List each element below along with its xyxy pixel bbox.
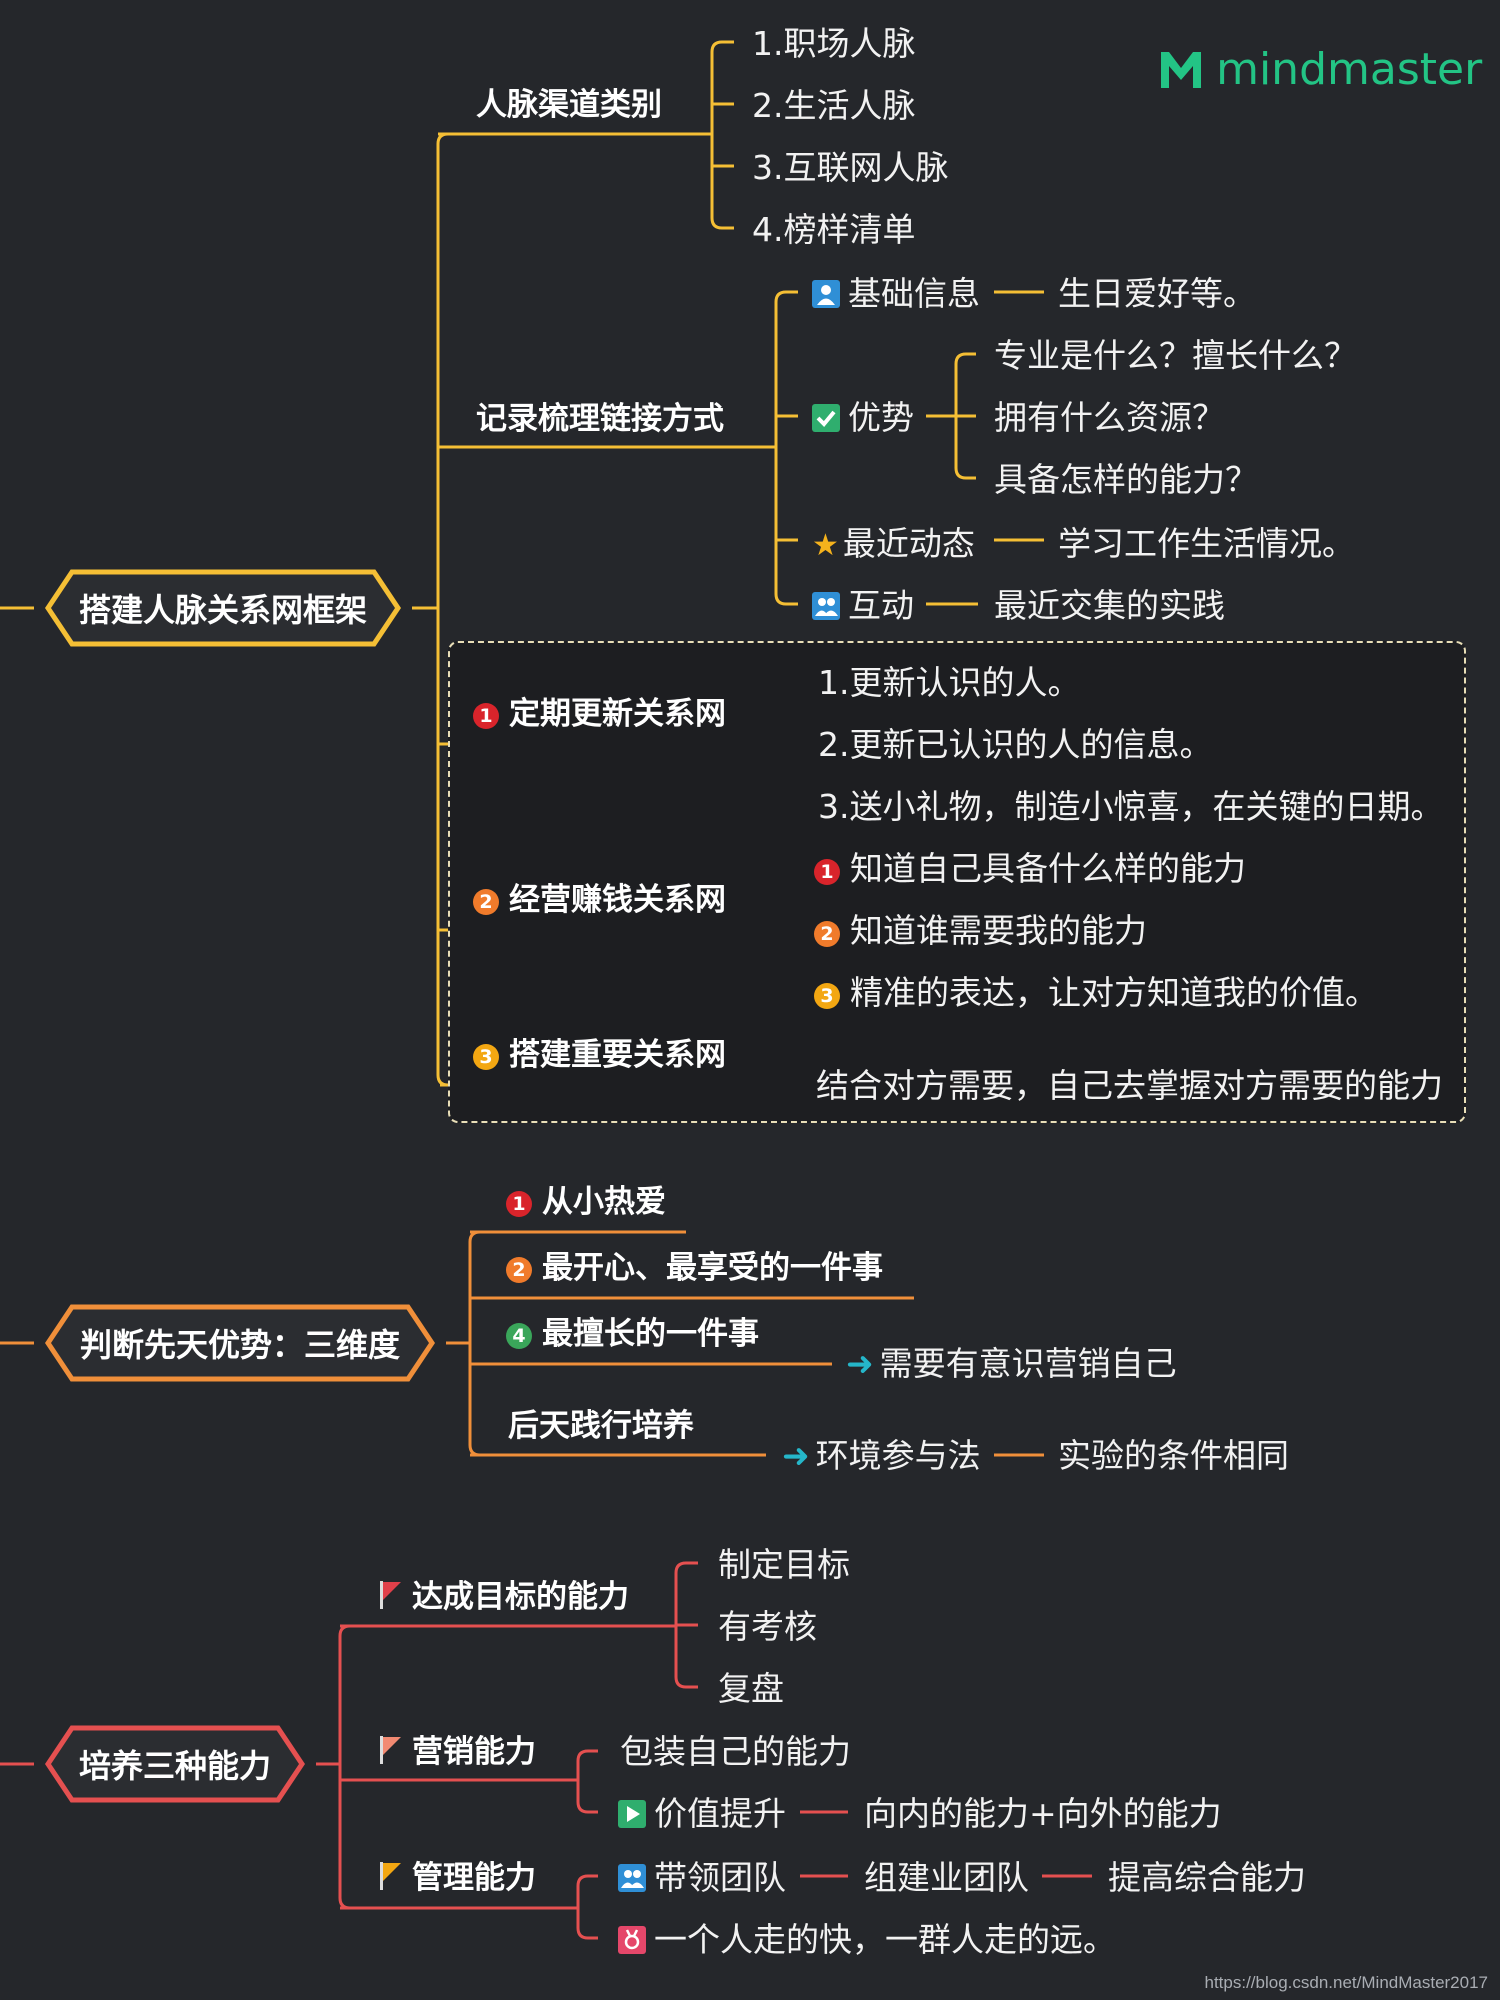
manage-saying[interactable]: 一个人走的快，一群人走的远。 xyxy=(618,1923,1116,1956)
record-interact[interactable]: 互动 xyxy=(812,589,914,622)
badge-2-icon: 2 xyxy=(814,921,840,947)
branch-goal[interactable]: 达成目标的能力 xyxy=(378,1581,629,1613)
root-title: 判断先天优势：三维度 xyxy=(79,1326,400,1364)
update-item[interactable]: 1.更新认识的人。 xyxy=(818,663,1081,702)
badge-3-icon: 3 xyxy=(473,1044,499,1070)
medal-icon xyxy=(618,1926,646,1954)
badge-1-icon: 1 xyxy=(473,703,499,729)
goal-item[interactable]: 复盘 xyxy=(718,1669,784,1708)
branch-marketing[interactable]: 营销能力 xyxy=(378,1736,536,1768)
check-icon xyxy=(812,404,840,432)
mindmaster-logo: mindmaster xyxy=(1157,46,1482,94)
flag-red-icon xyxy=(378,1581,404,1609)
flag-orange-icon xyxy=(378,1862,404,1890)
branch-manage[interactable]: 管理能力 xyxy=(378,1862,536,1894)
record-interact-detail[interactable]: 最近交集的实践 xyxy=(994,586,1225,625)
advantage-detail[interactable]: 专业是什么？擅长什么？ xyxy=(994,336,1357,375)
manage-lead-detail-2[interactable]: 提高综合能力 xyxy=(1108,1858,1306,1897)
record-recent[interactable]: ★最近动态 xyxy=(812,524,975,563)
boundary-box xyxy=(448,641,1466,1123)
record-advantage[interactable]: 优势 xyxy=(812,401,914,434)
people-icon xyxy=(618,1864,646,1892)
connector xyxy=(468,1230,481,1457)
branch-practice[interactable]: 后天践行培养 xyxy=(508,1408,694,1444)
update-item[interactable]: 2.更新已认识的人的信息。 xyxy=(818,725,1213,764)
arrow-right-icon: ➜ xyxy=(846,1344,874,1383)
record-recent-detail[interactable]: 学习工作生活情况。 xyxy=(1058,524,1355,563)
marketing-value-detail[interactable]: 向内的能力+向外的能力 xyxy=(864,1794,1222,1833)
person-icon xyxy=(812,280,840,308)
logo-icon xyxy=(1161,52,1201,88)
channel-item[interactable]: 1.职场人脉 xyxy=(752,24,916,63)
root-title: 搭建人脉关系网框架 xyxy=(78,591,367,629)
branch-record[interactable]: 记录梳理链接方式 xyxy=(476,401,724,437)
badge-2-icon: 2 xyxy=(473,889,499,915)
root-node-abilities[interactable]: 培养三种能力 xyxy=(30,1724,320,1804)
channel-item[interactable]: 4.榜样清单 xyxy=(752,210,916,249)
branch-channels[interactable]: 人脉渠道类别 xyxy=(476,87,662,123)
connector xyxy=(774,290,798,606)
brand-name: mindmaster xyxy=(1216,44,1483,95)
watermark: https://blog.csdn.net/MindMaster2017 xyxy=(1204,1973,1489,1992)
arrow-right-icon: ➜ xyxy=(782,1436,810,1475)
root-title: 培养三种能力 xyxy=(78,1747,271,1785)
badge-1-icon: 1 xyxy=(506,1191,532,1217)
play-icon xyxy=(618,1800,646,1828)
marketing-value[interactable]: 价值提升 xyxy=(618,1797,786,1830)
advantage-detail[interactable]: 具备怎样的能力？ xyxy=(994,460,1258,499)
people-icon xyxy=(812,592,840,620)
root-node-network[interactable]: 搭建人脉关系网框架 xyxy=(30,568,416,648)
best-detail[interactable]: ➜需要有意识营销自己 xyxy=(846,1344,1177,1383)
goal-item[interactable]: 有考核 xyxy=(718,1607,817,1646)
badge-3-icon: 3 xyxy=(814,983,840,1009)
connector xyxy=(576,1874,598,1940)
badge-1-icon: 1 xyxy=(814,859,840,885)
connector xyxy=(710,40,734,230)
connector xyxy=(576,1749,598,1814)
badge-2-icon: 2 xyxy=(506,1257,532,1283)
root-node-advantage[interactable]: 判断先天优势：三维度 xyxy=(30,1303,450,1383)
connector xyxy=(436,132,449,1087)
practice-detail-2[interactable]: 实验的条件相同 xyxy=(1058,1436,1289,1475)
connector xyxy=(338,1624,351,1910)
marketing-item[interactable]: 包装自己的能力 xyxy=(620,1732,851,1771)
channel-item[interactable]: 3.互联网人脉 xyxy=(752,148,949,187)
update-item[interactable]: 3.送小礼物，制造小惊喜，在关键的日期。 xyxy=(818,787,1444,826)
flag-pink-icon xyxy=(378,1736,404,1764)
practice-detail[interactable]: ➜环境参与法 xyxy=(782,1436,981,1475)
goal-item[interactable]: 制定目标 xyxy=(718,1545,850,1584)
badge-4-icon: 4 xyxy=(506,1323,532,1349)
record-basic[interactable]: 基础信息 xyxy=(812,277,980,310)
channel-item[interactable]: 2.生活人脉 xyxy=(752,86,916,125)
advantage-detail[interactable]: 拥有什么资源？ xyxy=(994,398,1225,437)
star-icon: ★ xyxy=(812,528,839,563)
manage-lead[interactable]: 带领团队 xyxy=(618,1861,786,1894)
manage-lead-detail-1[interactable]: 组建业团队 xyxy=(864,1858,1029,1897)
important-detail[interactable]: 结合对方需要，自己去掌握对方需要的能力 xyxy=(816,1066,1443,1105)
record-basic-detail[interactable]: 生日爱好等。 xyxy=(1058,274,1256,313)
